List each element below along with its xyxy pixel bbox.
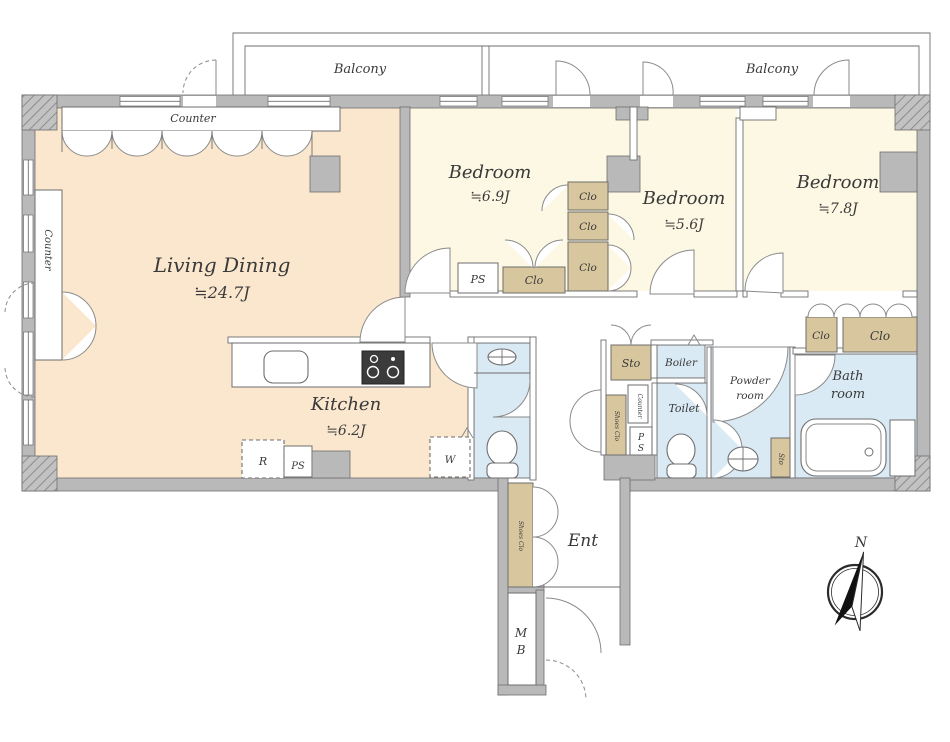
pipe-space-label: PS <box>290 461 305 472</box>
pillar <box>879 151 918 193</box>
balcony-right-label: Balcony <box>745 62 799 77</box>
living-dining-size: ≒24.7J <box>194 283 251 302</box>
corner-hatch-bl <box>21 455 58 492</box>
pipe-space-label-s: S <box>638 444 644 454</box>
closet-box <box>567 241 609 292</box>
kitchen-sink <box>263 350 309 384</box>
bedroom-c-name: Bedroom <box>796 172 880 193</box>
bedroom-a-name: Bedroom <box>448 162 532 183</box>
corner-hatch-tl <box>21 94 58 131</box>
balcony-left-label: Balcony <box>333 62 387 77</box>
storage-box <box>610 344 652 381</box>
counter-top-label: Counter <box>170 112 216 125</box>
closet-box <box>502 266 566 294</box>
toilet-fixture <box>486 430 519 479</box>
bathtub <box>800 418 887 477</box>
shoes-closet-label: Shoes Clo <box>613 411 620 442</box>
pipe-space-box <box>283 445 313 478</box>
corner-hatch-tr <box>894 94 931 131</box>
counter-small-label: Counter <box>636 394 643 420</box>
kitchen-name: Kitchen <box>310 394 381 415</box>
closet-label: Clo <box>579 221 597 233</box>
refrigerator-label: R <box>258 455 267 468</box>
refrigerator-space <box>241 439 285 479</box>
north-label: N <box>854 535 868 551</box>
closet-box <box>567 181 609 211</box>
shoes-closet-label: Shoes Clo <box>517 521 524 552</box>
stove <box>361 350 405 385</box>
shoes-closet-box <box>507 482 534 588</box>
wash-basin <box>727 446 759 472</box>
storage-label: Sto <box>622 357 641 370</box>
closet-label: Clo <box>812 330 830 342</box>
text-labels: Balcony Balcony Living Dining ≒24.7J Kit… <box>42 62 890 657</box>
pipe-space-box <box>629 426 653 456</box>
boiler-label: Boiler <box>664 357 698 369</box>
bedroom-b-size: ≒5.6J <box>664 217 705 233</box>
compass-needle <box>834 551 865 632</box>
closet-label: Clo <box>579 191 597 203</box>
counter-left-box <box>34 189 63 361</box>
closet-box <box>805 316 838 353</box>
counter-left-label: Counter <box>42 229 53 271</box>
entrance-label: Ent <box>567 531 598 551</box>
bath-room-label-1: Bath <box>832 369 864 384</box>
pipe-space-label: PS <box>470 273 486 286</box>
bedroom-a-size: ≒6.9J <box>470 189 511 205</box>
bedroom-b-name: Bedroom <box>642 188 726 209</box>
closet-label: Clo <box>870 329 890 343</box>
balcony-strip <box>232 32 931 95</box>
doors <box>4 59 913 701</box>
living-dining-name: Living Dining <box>153 253 291 277</box>
powder-room-label-2: room <box>736 390 764 402</box>
kitchen-size: ≒6.2J <box>326 423 367 439</box>
compass: N <box>826 535 884 632</box>
windows <box>23 96 850 446</box>
counter-cabinet <box>627 384 649 424</box>
bath-room-label-2: room <box>831 387 865 402</box>
storage-boxes <box>457 181 918 588</box>
washer-label: W <box>445 454 457 466</box>
closet-box <box>567 211 609 241</box>
storage-label: Sto <box>777 453 785 465</box>
pipe-space-box <box>457 262 499 294</box>
counter-top-box <box>61 106 341 132</box>
storage-box <box>770 437 791 478</box>
pipe-space-label-p: P <box>637 433 645 443</box>
fixtures <box>231 342 916 686</box>
closet-label: Clo <box>579 262 597 274</box>
pillar <box>606 155 641 193</box>
toilet-fixture <box>666 433 697 479</box>
pillar <box>309 155 341 193</box>
toilet-label: Toilet <box>668 402 700 415</box>
meter-box-label-b: B <box>516 643 526 657</box>
counters <box>34 106 341 361</box>
meter-box-space <box>507 592 537 686</box>
washer-space <box>429 436 471 478</box>
meter-box-label-m: M <box>514 626 528 640</box>
closet-label: Clo <box>525 274 544 287</box>
powder-room-label-1: Powder <box>729 375 771 387</box>
shoes-closet-box <box>605 394 627 456</box>
bedroom-c-size: ≒7.8J <box>818 201 859 217</box>
bath-step <box>889 419 916 477</box>
hand-sink <box>474 348 530 374</box>
